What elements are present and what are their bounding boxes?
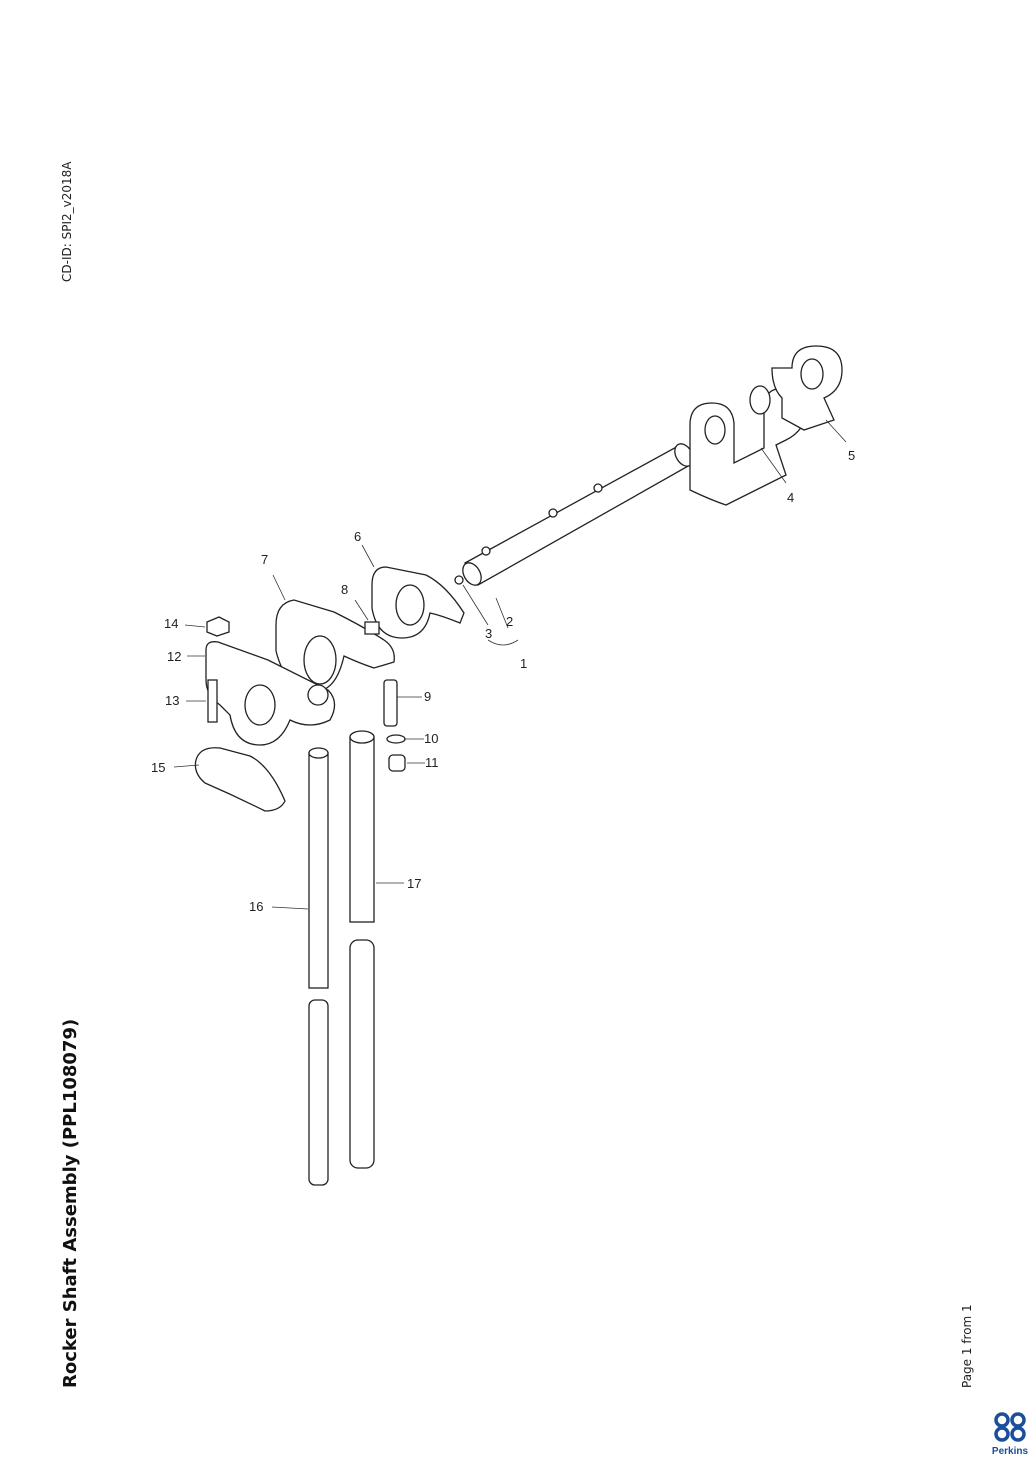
part-cup-11	[388, 754, 406, 772]
callout-15: 15	[151, 760, 165, 775]
part-plug	[454, 575, 464, 585]
brand-name: Perkins	[991, 1446, 1029, 1457]
perkins-emblem-icon	[994, 1412, 1026, 1442]
callout-1: 1	[520, 656, 527, 671]
perkins-logo: Perkins	[990, 1412, 1030, 1457]
part-pushrod-17	[349, 730, 375, 1169]
part-nut-8	[364, 621, 380, 635]
callout-6: 6	[354, 529, 361, 544]
part-adjusting-screw-13	[207, 679, 218, 723]
callout-8: 8	[341, 582, 348, 597]
callout-5: 5	[848, 448, 855, 463]
callout-3: 3	[485, 626, 492, 641]
callout-17: 17	[407, 876, 421, 891]
callout-14: 14	[164, 616, 178, 631]
part-nut-14	[206, 616, 230, 637]
part-rocker-arm-6	[371, 566, 465, 639]
part-clip-10	[386, 734, 406, 744]
callout-2: 2	[506, 614, 513, 629]
callout-labels: 1 2 3 4 5 6 7 8 9 10 11 12 13 14 15 16 1…	[151, 448, 855, 914]
part-rocker-shaft	[462, 443, 694, 586]
part-rocker-arm-12	[205, 641, 336, 746]
callout-10: 10	[424, 731, 438, 746]
callout-13: 13	[165, 693, 179, 708]
callout-9: 9	[424, 689, 431, 704]
callout-16: 16	[249, 899, 263, 914]
part-pushrod-16	[308, 747, 329, 1186]
callout-4: 4	[787, 490, 794, 505]
part-bracket-4	[689, 385, 807, 506]
part-bracket-5	[771, 345, 843, 431]
part-cover-15	[194, 747, 286, 812]
callout-11: 11	[425, 755, 439, 770]
leader-lines	[173, 419, 847, 910]
callout-7: 7	[261, 552, 268, 567]
callout-12: 12	[167, 649, 181, 664]
part-adjuster-9	[383, 679, 398, 727]
